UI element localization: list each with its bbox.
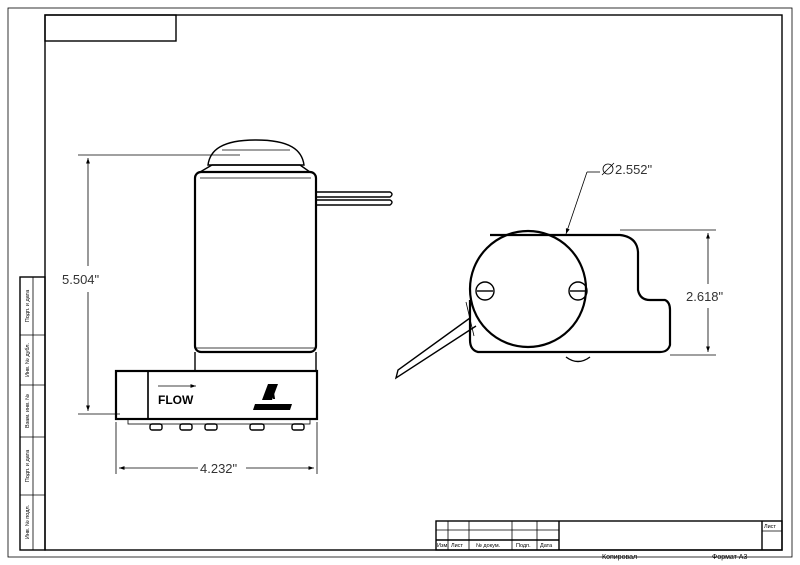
diameter-leader: 2.552" <box>565 162 653 235</box>
format-label: Формат А3 <box>712 554 747 561</box>
title-col-1: Изм. <box>437 543 449 549</box>
sheet-frame <box>7 7 793 558</box>
front-wires <box>316 191 393 206</box>
height-dim-label: 5.504" <box>62 272 100 287</box>
copied-by-label: Копировал <box>602 554 637 561</box>
title-col-3: № докум. <box>476 543 501 549</box>
title-col-5: Дата <box>540 543 553 549</box>
top-left-box <box>44 14 177 42</box>
top-wires <box>394 301 477 380</box>
width-dimension: 4.232" <box>115 422 318 476</box>
front-fittings <box>127 418 311 431</box>
flow-label: FLOW <box>158 393 194 407</box>
side-stamp-4: Подп. и дата <box>25 449 31 482</box>
top-body-outline <box>468 233 672 354</box>
top-cap-circle <box>468 229 588 349</box>
title-block: Изм. Лист № докум. Подп. Дата Лист <box>435 520 783 551</box>
screw-right <box>568 281 588 301</box>
front-view: FLOW A 5.504" <box>62 139 393 476</box>
front-base <box>114 369 319 421</box>
side-stamp-1: Подп. и дата <box>25 289 31 322</box>
side-stamp-5: Инв. № подл. <box>25 504 31 539</box>
front-cap <box>207 139 305 166</box>
svg-text:A: A <box>265 386 276 402</box>
top-view: 2.552" 2.618" <box>394 162 724 380</box>
side-stamp-2: Инв. № дубл. <box>25 343 31 378</box>
front-body <box>193 170 318 354</box>
depth-dimension: 2.618" <box>620 229 724 356</box>
sheet-label: Лист <box>764 524 776 530</box>
side-stamp-column: Подп. и дата Инв. № дубл. Взам. инв. № П… <box>19 276 46 551</box>
side-stamp-3: Взам. инв. № <box>25 394 31 428</box>
title-col-2: Лист <box>451 543 463 549</box>
title-col-4: Подп. <box>516 543 531 549</box>
screw-left <box>475 281 495 301</box>
depth-dim-label: 2.618" <box>686 289 724 304</box>
width-dim-label: 4.232" <box>200 461 238 476</box>
brand-logo: A <box>253 384 292 410</box>
diameter-dim-label: 2.552" <box>615 162 653 177</box>
height-dimension: 5.504" <box>62 154 240 415</box>
